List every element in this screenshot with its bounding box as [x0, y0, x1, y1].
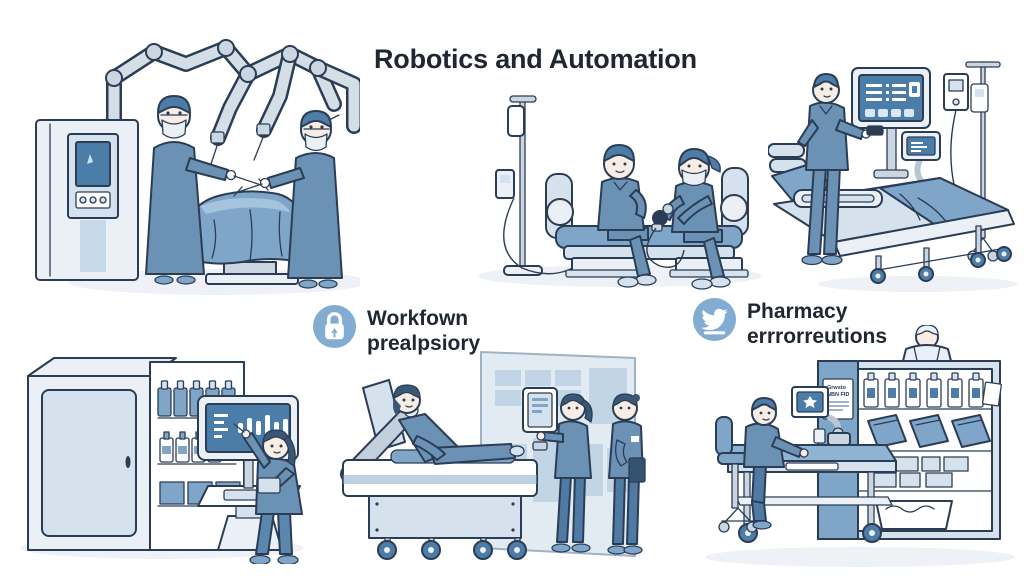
standing-clinician	[797, 73, 884, 266]
console-screen	[75, 141, 111, 187]
scene-patient-bed-workflow	[333, 348, 650, 566]
floor-shadow	[705, 547, 1015, 567]
hair	[262, 429, 290, 443]
seated-procedure-illustration	[478, 95, 762, 290]
pharmacist	[233, 423, 303, 564]
surgical-mask	[681, 169, 707, 187]
scene-pharmacy-automation: Grwsto NBN FID	[690, 325, 1024, 573]
cabinet-sign: Grwsto NBN FID	[822, 378, 854, 420]
vitals-monitor	[851, 67, 931, 179]
patient-bed-illustration	[340, 351, 646, 560]
supply-bin	[875, 500, 953, 530]
bedside-monitoring-illustration	[768, 61, 1018, 292]
scrub-cap	[603, 144, 635, 162]
pharmacy-automation-illustration: Grwsto NBN FID	[705, 325, 1015, 567]
head-cover	[678, 148, 710, 167]
caption-pharmacy: Pharmacy errrorreutions	[692, 297, 887, 349]
seated-patient	[597, 144, 657, 288]
surgeon-right	[233, 110, 343, 289]
sign-line2: NBN FID	[827, 392, 849, 398]
motorized-bed	[340, 379, 538, 560]
surgical-console	[35, 119, 139, 281]
treatment-chairs	[545, 167, 749, 278]
endoscope-device	[646, 203, 685, 268]
scene-seated-procedure	[470, 78, 770, 293]
iv-bag	[507, 105, 525, 137]
seated-clinician	[646, 148, 731, 290]
dispensing-trays	[867, 414, 991, 448]
scene-medication-dispensing	[12, 336, 312, 564]
nurse-with-clipboard	[607, 393, 646, 555]
cabinet-door	[41, 389, 137, 537]
surgical-mask	[304, 133, 328, 152]
scene-bedside-monitoring	[768, 58, 1020, 295]
sign-line1: Grwsto	[827, 385, 847, 391]
posted-notes	[982, 381, 1002, 407]
robot-assistant	[791, 386, 851, 446]
lock-icon	[312, 304, 357, 349]
surgical-cap	[300, 110, 332, 128]
surgical-mask	[161, 119, 187, 139]
caption-workflow-line1: Workfown	[367, 307, 469, 330]
surgical-cap	[157, 95, 191, 114]
floor-shadow	[818, 276, 1018, 292]
caption-workflow: Workfown prealpsiory	[312, 304, 480, 356]
seated-technician	[743, 397, 809, 530]
caption-workflow-line2: prealpsiory	[367, 332, 481, 355]
page-title: Robotics and Automation	[374, 44, 697, 74]
caption-pharmacy-line1: Pharmacy	[747, 300, 848, 323]
hair	[560, 393, 586, 407]
robot-arm	[105, 39, 360, 165]
bed-base	[368, 495, 522, 539]
bedside-tablet	[522, 387, 558, 451]
surgeon-left	[145, 95, 269, 285]
iv-pole	[495, 95, 583, 276]
pharmacy-bottles	[863, 372, 984, 408]
hair	[393, 384, 421, 399]
handheld-device	[866, 125, 884, 136]
robotic-surgery-illustration	[35, 39, 360, 295]
bird-icon	[692, 297, 737, 342]
nurse-with-tablet	[536, 393, 593, 553]
scrub-cap	[751, 397, 777, 411]
caption-pharmacy-line2: errrorreutions	[747, 325, 888, 348]
operating-table	[184, 190, 303, 285]
scene-robotic-surgery	[28, 8, 360, 300]
pharmacy-technician	[901, 325, 953, 366]
medication-dispensing-illustration	[20, 357, 304, 564]
clipboard	[257, 477, 281, 494]
clipboard	[628, 457, 646, 483]
reclining-patient	[393, 384, 525, 465]
scrub-cap	[813, 73, 839, 88]
